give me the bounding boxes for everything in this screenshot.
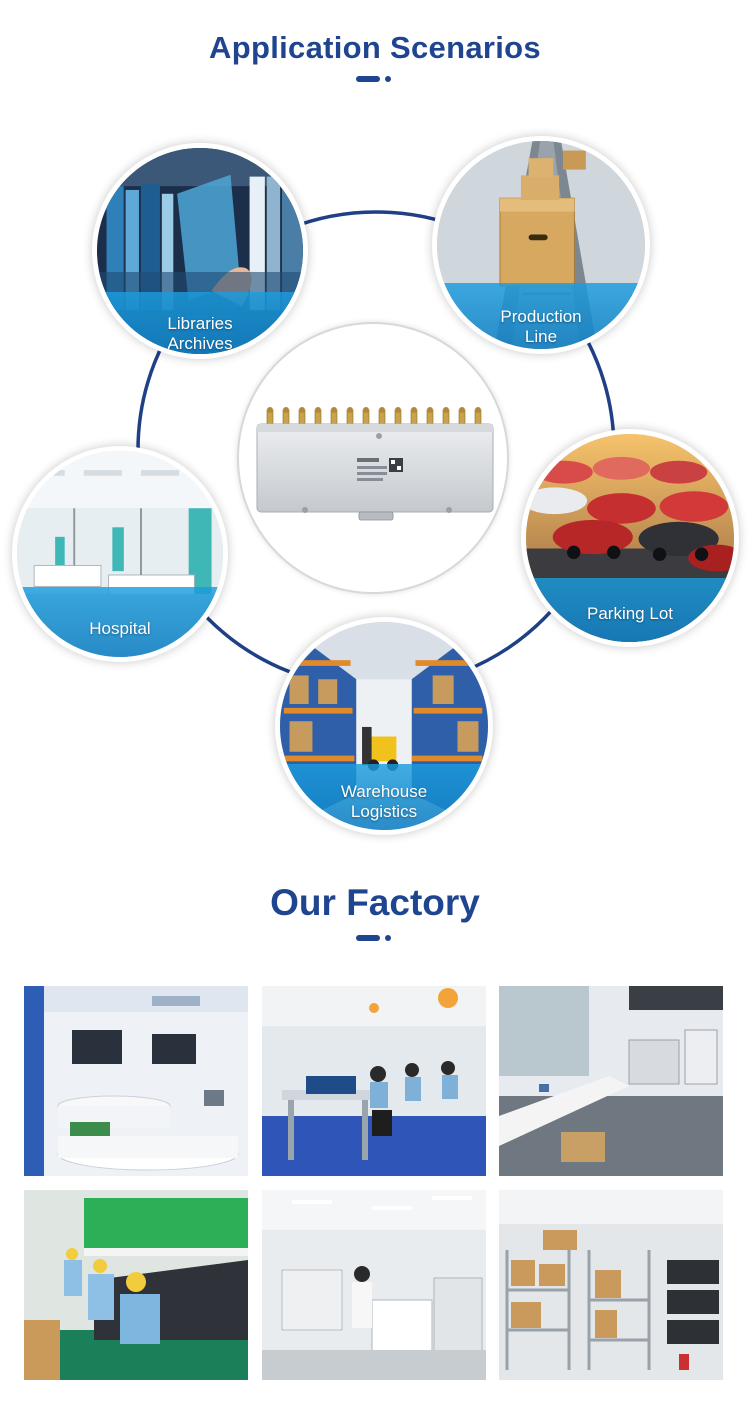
- factory-photo-warehouse-shelves: [499, 1190, 723, 1380]
- scenario-label-band: [97, 292, 303, 354]
- scenario-warehouse-logistics: Warehouse Logistics: [275, 617, 493, 835]
- scenario-parking-lot: Parking Lot: [521, 429, 739, 647]
- scenario-label-band: [280, 764, 488, 830]
- factory-photo-assembly-workshop: [262, 986, 486, 1176]
- scenario-label: Production Line: [500, 307, 582, 346]
- scenario-label: Parking Lot: [587, 604, 673, 623]
- title-underline-decoration: [356, 935, 392, 941]
- factory-photo-testing-lab: [499, 986, 723, 1176]
- factory-photo-production-line-workers: [24, 1190, 248, 1380]
- scenario-production-line: Production Line: [432, 136, 650, 354]
- scenario-label: Libraries Archives: [167, 314, 233, 353]
- center-product-disc: [237, 322, 509, 594]
- application-scenarios-title: Application Scenarios: [209, 30, 541, 65]
- rfid-reader-device-icon: [256, 407, 494, 521]
- scenario-libraries-archives: Libraries Archives: [92, 143, 308, 359]
- scenario-label-band: [526, 578, 734, 642]
- factory-photo-smt-machine: [262, 1190, 486, 1380]
- warehouse-shelves-photo: [499, 1190, 723, 1380]
- our-factory-title: Our Factory: [270, 882, 480, 923]
- showroom-photo: [24, 986, 248, 1176]
- title-underline-decoration: [356, 76, 392, 82]
- production-line-workers-photo: [24, 1190, 248, 1380]
- scenario-label-band: [437, 283, 645, 349]
- scenario-hospital: Hospital: [12, 446, 228, 662]
- smt-machine-photo: [262, 1190, 486, 1380]
- scenario-label: Hospital: [89, 619, 151, 638]
- assembly-workshop-photo: [262, 986, 486, 1176]
- factory-photo-showroom: [24, 986, 248, 1176]
- scenario-label: Warehouse Logistics: [340, 782, 428, 821]
- scenario-label-band: [17, 587, 223, 657]
- testing-lab-photo: [499, 986, 723, 1176]
